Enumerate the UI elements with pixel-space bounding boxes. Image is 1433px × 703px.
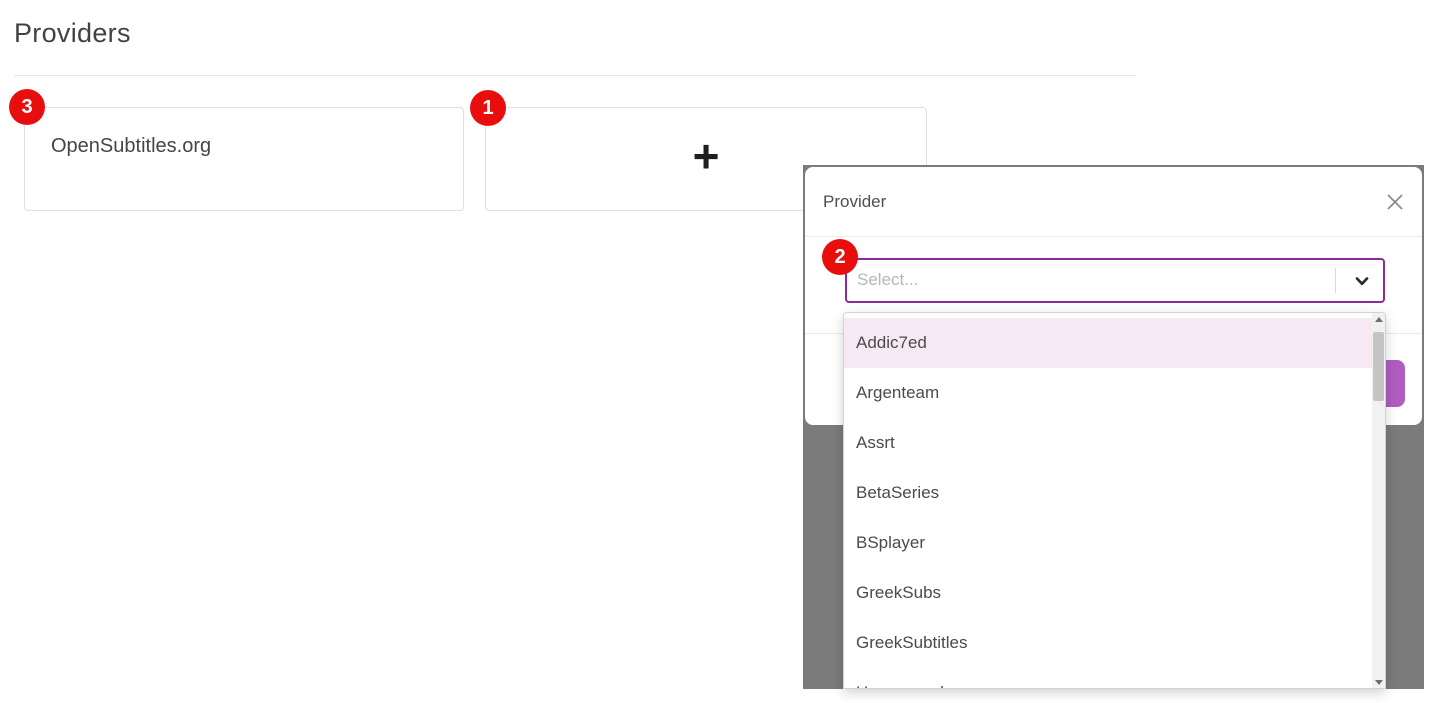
provider-dropdown-menu: Addic7ed Argenteam Assrt BetaSeries BSpl… [843, 312, 1386, 689]
annotation-badge-3: 3 [9, 89, 45, 125]
dropdown-option[interactable]: Argenteam [856, 383, 940, 402]
dropdown-option[interactable]: GreekSubtitles [856, 633, 968, 652]
page-title: Providers [14, 18, 131, 48]
chevron-down-icon[interactable] [1353, 272, 1371, 290]
modal-header: Provider [805, 167, 1422, 237]
modal-title: Provider [823, 192, 887, 211]
add-provider-card[interactable]: + [485, 107, 927, 211]
scrollbar-thumb[interactable] [1373, 332, 1384, 401]
provider-card-label: OpenSubtitles.org [51, 135, 212, 157]
close-icon[interactable] [1386, 193, 1404, 211]
select-divider [1335, 268, 1336, 293]
annotation-badge-2: 2 [822, 239, 858, 275]
provider-card-opensubtitles[interactable]: OpenSubtitles.org [24, 107, 464, 211]
header-divider [14, 75, 1136, 76]
dropdown-options: Addic7ed Argenteam Assrt BetaSeries BSpl… [844, 313, 1372, 688]
dropdown-option[interactable]: BSplayer [856, 533, 925, 552]
dropdown-option[interactable]: Assrt [856, 433, 895, 452]
triangle-down-icon [1375, 680, 1383, 685]
triangle-up-icon [1375, 317, 1383, 322]
dropdown-scrollbar[interactable] [1372, 313, 1385, 688]
dropdown-option[interactable]: GreekSubs [856, 583, 942, 602]
annotation-badge-1: 1 [470, 90, 506, 126]
dropdown-option[interactable]: Hosszupuska [844, 668, 1372, 688]
plus-icon: + [692, 130, 720, 182]
dropdown-option[interactable]: BetaSeries [856, 483, 940, 502]
scroll-down-button[interactable] [1372, 675, 1385, 688]
dropdown-option[interactable]: Addic7ed [844, 318, 1372, 368]
select-placeholder: Select... [857, 270, 919, 289]
provider-select[interactable]: Select... [845, 258, 1385, 303]
scroll-up-button[interactable] [1372, 313, 1385, 326]
